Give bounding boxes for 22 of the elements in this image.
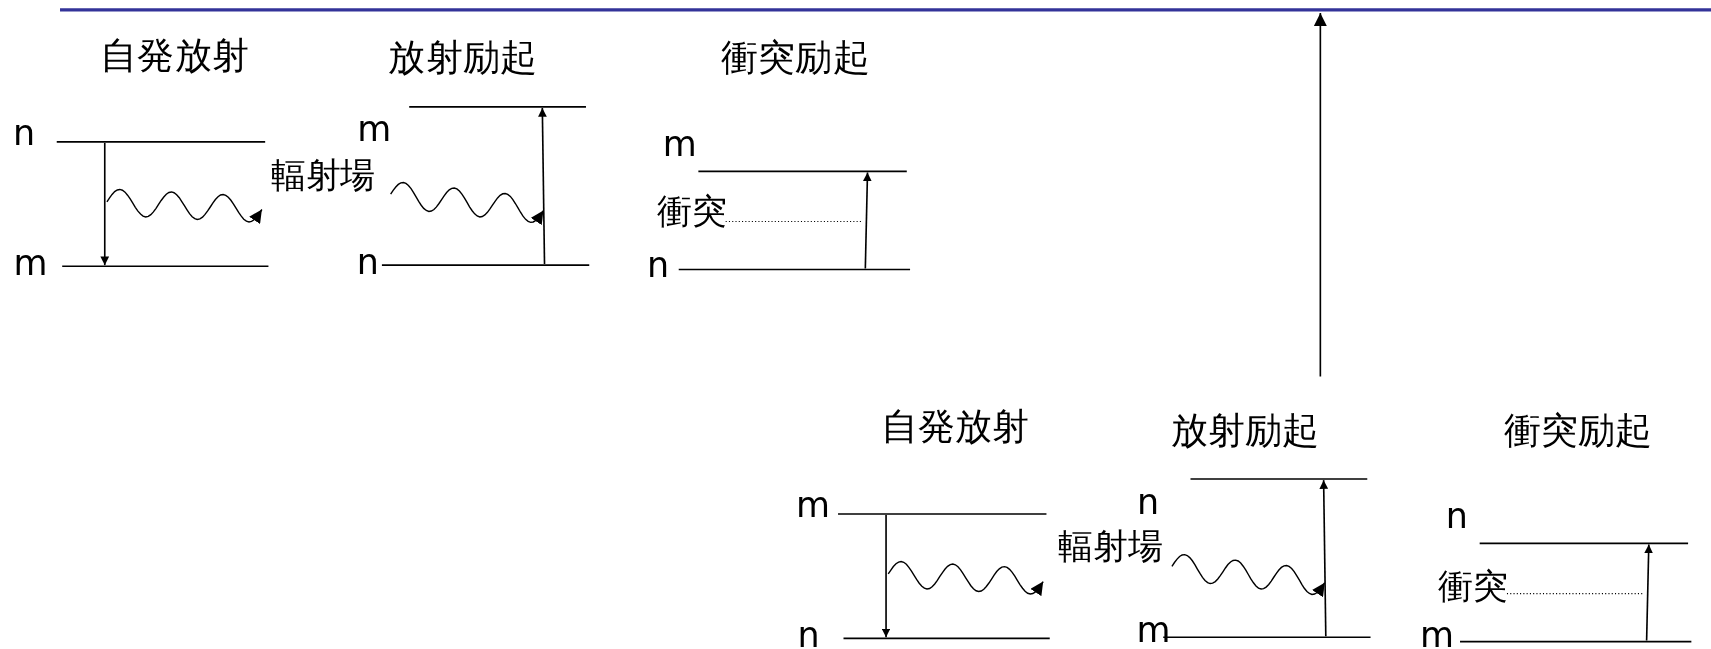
level-label: m — [357, 111, 392, 147]
field-label: 輻射場 — [270, 157, 376, 193]
field-label: 輻射場 — [1058, 528, 1164, 564]
collision-label: 衝突 — [656, 193, 727, 229]
process-title: 衝突励起 — [721, 38, 870, 76]
process-title: 放射励起 — [1170, 411, 1320, 449]
level-label: n — [1445, 498, 1468, 534]
level-label: n — [12, 115, 36, 151]
level-label: m — [1420, 617, 1455, 649]
level-label: n — [356, 244, 379, 280]
level-label: m — [13, 245, 48, 281]
level-label: n — [646, 247, 670, 283]
level-label: m — [662, 126, 697, 162]
level-label: n — [797, 617, 820, 649]
level-label: m — [1136, 612, 1171, 648]
process-title: 放射励起 — [388, 38, 537, 76]
process-title: 自発放射 — [100, 36, 249, 74]
collision-label: 衝突 — [1438, 568, 1509, 604]
process-title: 衝突励起 — [1503, 411, 1653, 449]
level-label: m — [795, 487, 830, 523]
level-label: n — [1136, 484, 1159, 520]
process-title: 自発放射 — [880, 407, 1029, 445]
